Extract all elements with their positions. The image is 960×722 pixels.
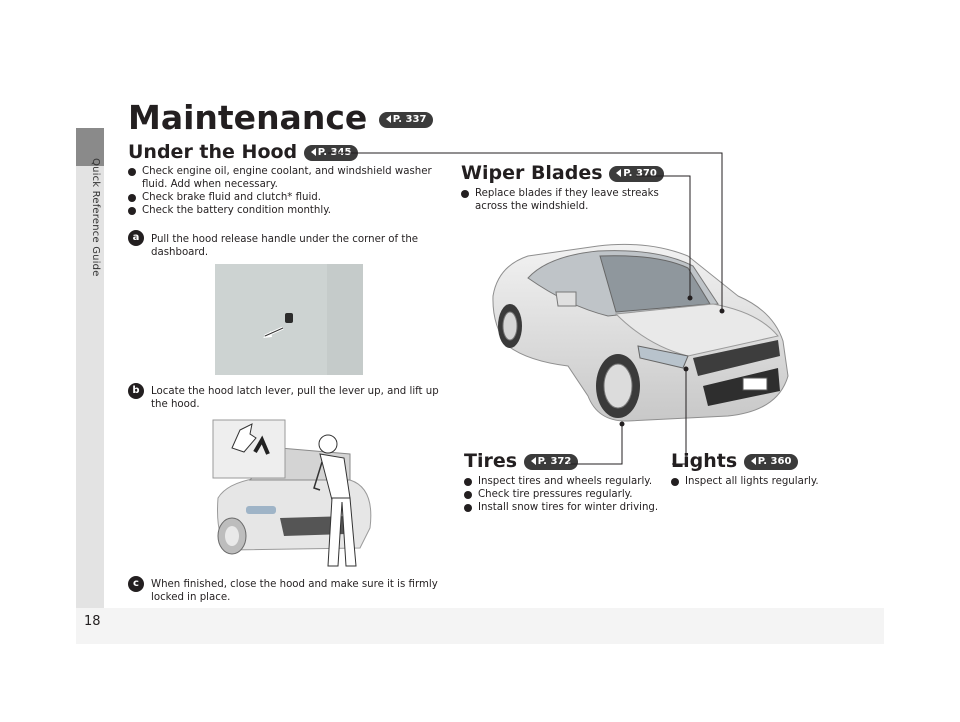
list-item: Replace blades if they leave streaks acr… — [461, 187, 661, 213]
list-item: Inspect all lights regularly. — [671, 475, 851, 488]
hood-latch-illustration — [210, 418, 380, 570]
car-image — [492, 243, 789, 422]
lights-heading-text: Lights — [671, 450, 738, 472]
ref-arrow-icon — [385, 114, 391, 123]
car-illustration — [488, 226, 793, 426]
list-item: Install snow tires for winter driving. — [464, 501, 664, 514]
lights-heading: Lights P. 360 — [671, 450, 799, 472]
step-c-text: When finished, close the hood and make s… — [151, 579, 438, 603]
under-hood-bullets: Check engine oil, engine coolant, and wi… — [128, 165, 438, 217]
hood-release-photo — [215, 264, 363, 375]
step-c-badge: c — [128, 576, 144, 592]
ref-arrow-icon — [530, 456, 536, 465]
list-item: Inspect tires and wheels regularly. — [464, 475, 664, 488]
step-a-badge: a — [128, 230, 144, 246]
wiper-heading-text: Wiper Blades — [461, 162, 603, 184]
list-item: Check brake fluid and clutch* fluid. — [128, 191, 438, 204]
step-b-badge: b — [128, 383, 144, 399]
page-title: Maintenance P. 337 — [128, 98, 434, 137]
tires-heading-text: Tires — [464, 450, 518, 472]
lights-bullets: Inspect all lights regularly. — [671, 475, 851, 488]
wiper-page-ref[interactable]: P. 370 — [609, 165, 664, 182]
wiper-bullets: Replace blades if they leave streaks acr… — [461, 187, 661, 213]
under-hood-heading: Under the Hood P. 345 — [128, 141, 359, 163]
page-number: 18 — [84, 614, 101, 629]
title-page-ref[interactable]: P. 337 — [378, 111, 434, 128]
hood-release-image — [215, 264, 363, 375]
wiper-heading: Wiper Blades P. 370 — [461, 162, 664, 184]
step-b-text: Locate the hood latch lever, pull the le… — [151, 386, 439, 410]
hood-latch-image — [212, 419, 372, 567]
sidebar-label: Quick Reference Guide — [90, 158, 101, 277]
section-tab[interactable] — [76, 128, 104, 166]
ref-arrow-icon — [310, 147, 316, 156]
ref-arrow-icon — [616, 168, 622, 177]
lights-page-ref[interactable]: P. 360 — [743, 453, 799, 470]
tires-heading: Tires P. 372 — [464, 450, 579, 472]
side-strip — [76, 128, 104, 608]
list-item: Check engine oil, engine coolant, and wi… — [128, 165, 438, 191]
list-item: Check tire pressures regularly. — [464, 488, 664, 501]
under-hood-heading-text: Under the Hood — [128, 141, 298, 163]
page-title-text: Maintenance — [128, 98, 368, 137]
under-hood-page-ref[interactable]: P. 345 — [303, 144, 359, 161]
tires-page-ref[interactable]: P. 372 — [523, 453, 579, 470]
tires-bullets: Inspect tires and wheels regularly. Chec… — [464, 475, 664, 514]
ref-arrow-icon — [750, 456, 756, 465]
list-item: Check the battery condition monthly. — [128, 204, 438, 217]
step-a-text: Pull the hood release handle under the c… — [151, 234, 419, 258]
